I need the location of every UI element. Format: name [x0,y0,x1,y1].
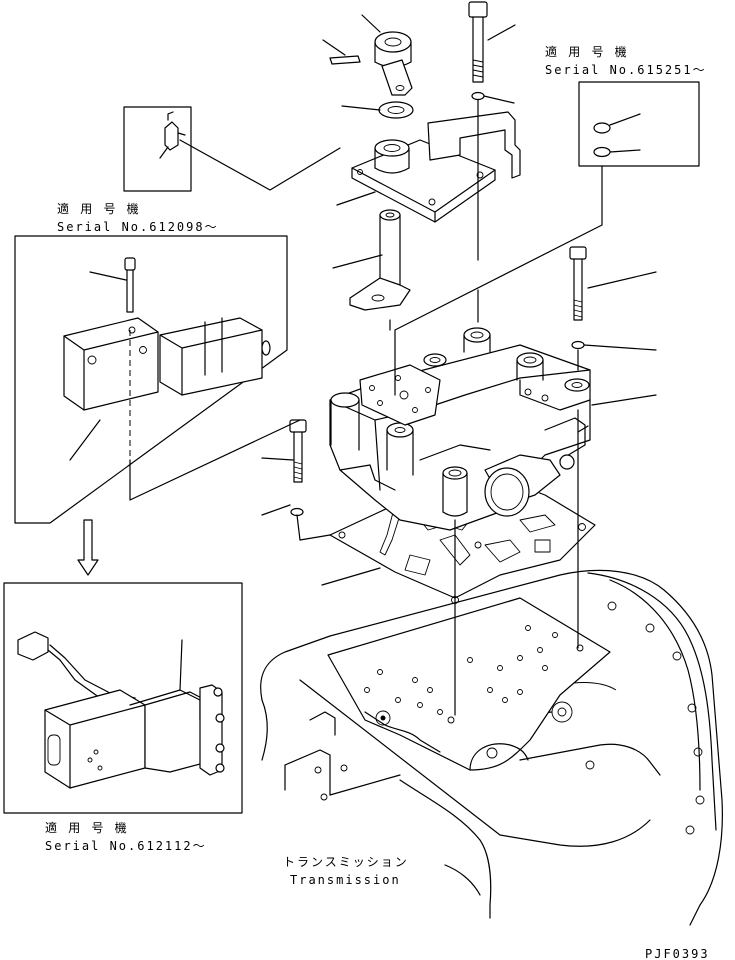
collar [378,101,414,119]
transmission-label-jp: トランスミッション [283,855,409,869]
washer-right [571,340,585,350]
solenoid-inset-box [14,235,301,524]
serial-label-612112: Serial No.612112～ [45,839,207,853]
shaft-lever [349,209,411,311]
transmission-label-en: Transmission [290,873,401,887]
solenoid-inset-box-new [3,582,243,814]
sensor-inset-box [123,106,341,192]
arrow-down-icon [77,519,99,576]
transmission-case [260,569,723,926]
bolt-top [468,1,488,83]
serial-label-615251: Serial No.615251～ [545,63,707,77]
lever-top [374,31,413,96]
plug-inset-box [394,81,700,396]
bolt-left [289,419,307,483]
assembly-guide-lines [296,99,579,716]
serial-label-612098: Serial No.612098～ [57,220,219,234]
bolt-right [569,246,587,321]
applicable-models-label-bottom-left: 適 用 号 機 [45,820,129,835]
applicable-models-label-top-right: 適 用 号 機 [545,44,629,59]
bracket-plate [351,111,521,223]
valve-mounting-pad [327,597,611,771]
washer-top [471,91,485,101]
drawing-code: PJF0393 [645,947,710,960]
leader-lines [89,14,657,586]
applicable-models-label-left: 適 用 号 機 [57,201,141,216]
pin [329,55,361,65]
